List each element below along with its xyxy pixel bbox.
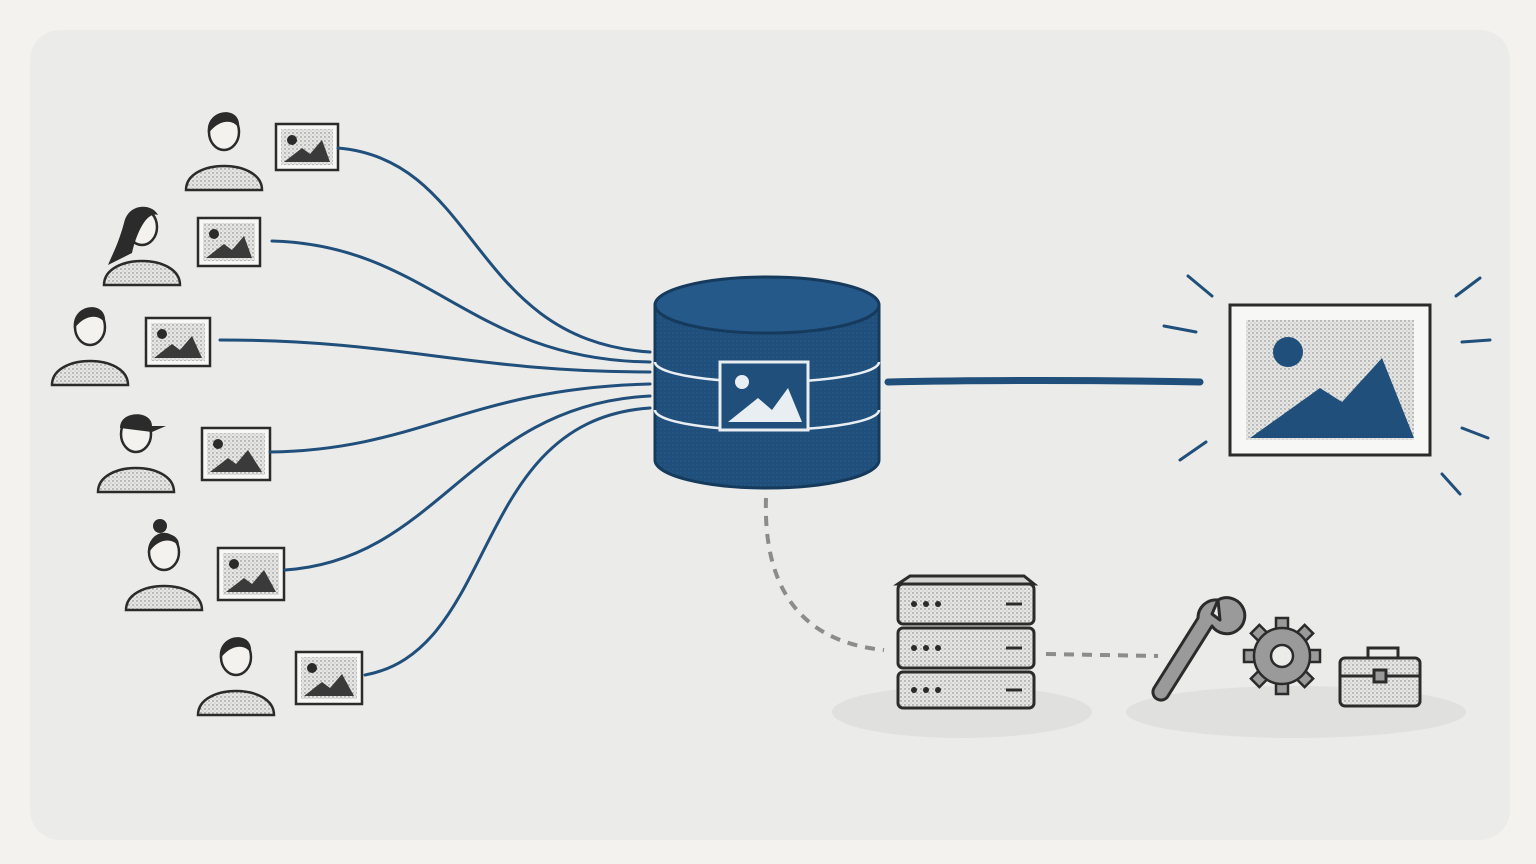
gear-icon: [1242, 616, 1322, 696]
connection-line: [363, 406, 652, 677]
server-rack-icon: [893, 574, 1039, 710]
radiating-lines: [1162, 274, 1492, 496]
person-avatar-icon: [50, 307, 130, 387]
dashed-link-database-server: [763, 497, 885, 652]
contributor: [96, 414, 272, 494]
database-cylinder-icon: [653, 275, 881, 490]
input-connections: [218, 146, 652, 677]
person-avatar-icon: [124, 519, 204, 612]
image-thumbnail-icon: [274, 122, 340, 172]
image-thumbnail-icon: [196, 216, 262, 268]
connection-line: [336, 146, 652, 354]
framed-image-icon: [1228, 303, 1432, 457]
person-avatar-icon: [184, 112, 264, 192]
person-avatar-icon: [102, 206, 182, 287]
contributor: [102, 206, 262, 287]
connection-line: [270, 239, 652, 364]
dashed-link-server-tools: [1045, 652, 1159, 658]
image-thumbnail-icon: [200, 426, 272, 482]
toolbox-icon: [1338, 646, 1422, 708]
person-avatar-icon: [196, 637, 276, 717]
output-connection: [884, 377, 1204, 386]
image-icon: [718, 360, 810, 432]
person-avatar-icon: [96, 414, 176, 494]
contributor: [184, 112, 340, 192]
contributors: [50, 112, 364, 717]
connection-line: [268, 382, 652, 454]
image-thumbnail-icon: [294, 650, 364, 706]
contributor: [124, 519, 286, 612]
wrench-icon: [1151, 596, 1247, 702]
contributor: [50, 307, 212, 387]
image-thumbnail-icon: [144, 316, 212, 368]
contributor: [196, 637, 364, 717]
connection-line: [218, 338, 652, 374]
image-thumbnail-icon: [216, 546, 286, 602]
connection-line: [283, 394, 652, 572]
